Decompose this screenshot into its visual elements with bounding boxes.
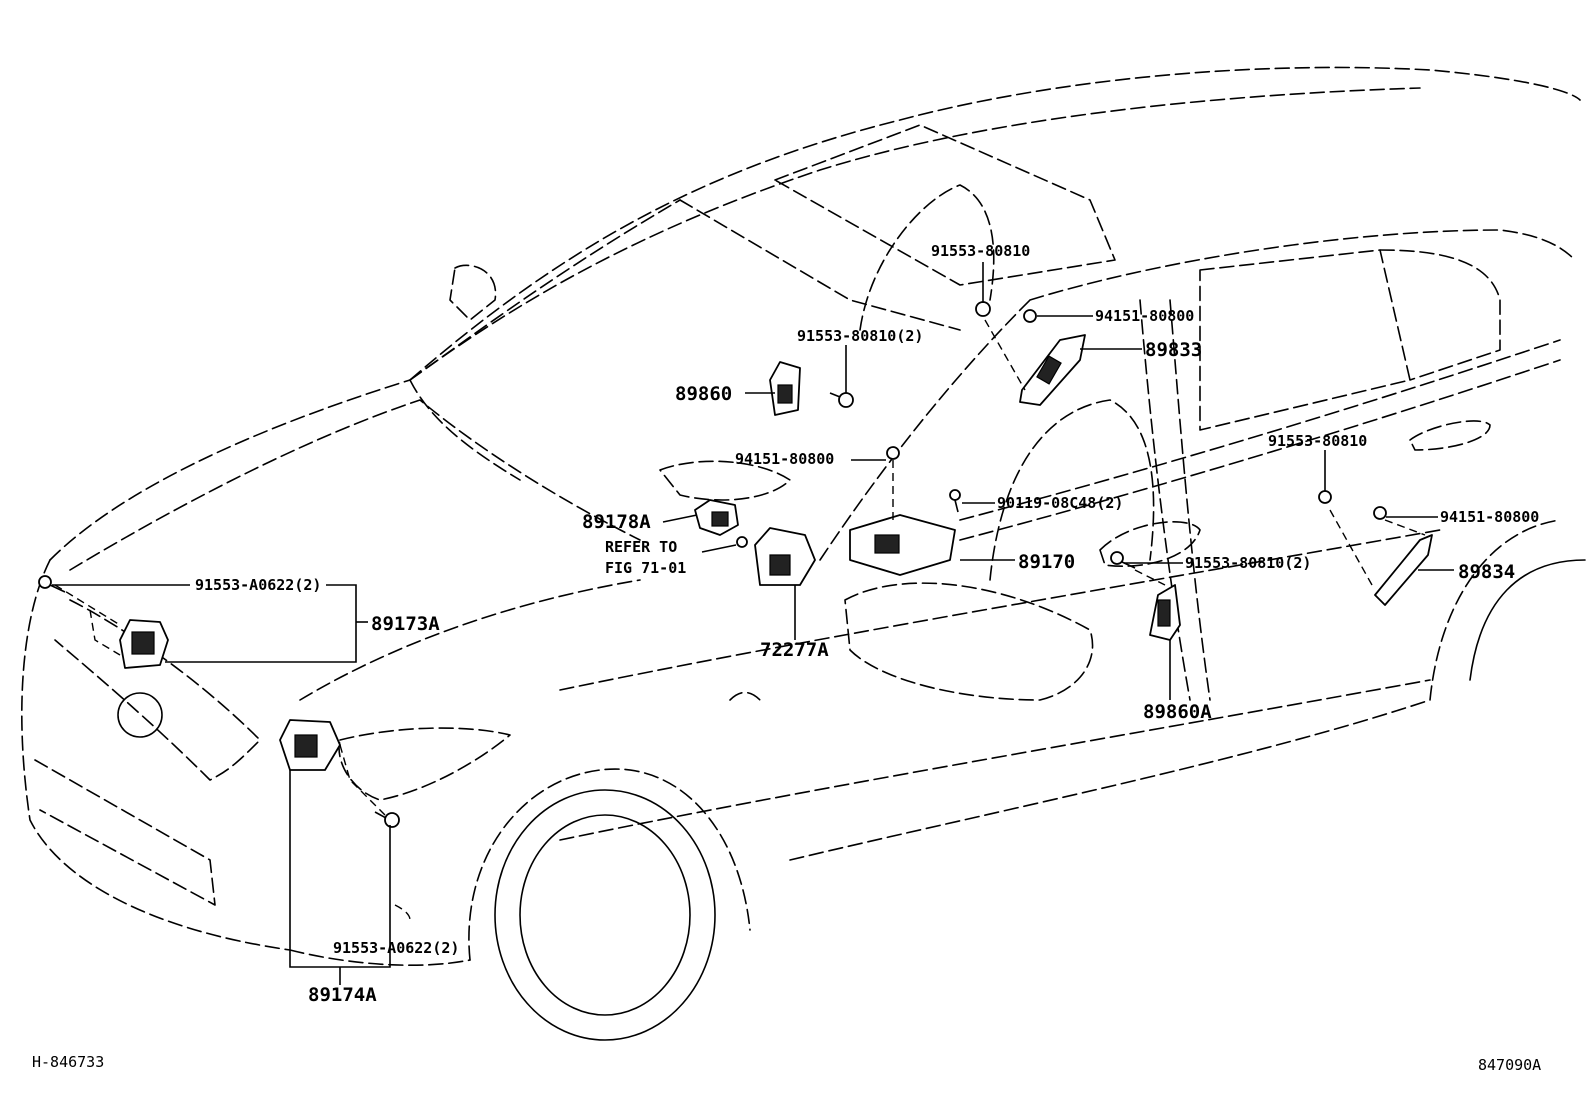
side-sensor-89860a	[1110, 551, 1181, 641]
label-91553-80810-top: 91553-80810	[931, 242, 1030, 260]
front-airbag-sensor-89174a	[279, 719, 411, 921]
label-72277a: 72277A	[760, 639, 829, 661]
label-89833: 89833	[1145, 339, 1202, 361]
label-89170: 89170	[1018, 551, 1075, 573]
label-89860a: 89860A	[1143, 701, 1212, 723]
parts	[38, 301, 1433, 921]
sensor-89178a	[694, 499, 748, 548]
label-91553-80810-2-lower: 91553-80810(2)	[1185, 554, 1311, 572]
leader-lines	[52, 262, 1454, 985]
side-airbag-sensor-89860	[769, 361, 854, 416]
label-89173a: 89173A	[371, 613, 440, 635]
label-91553-a0622-bottom: 91553-A0622(2)	[333, 939, 459, 957]
drawing-number-right: 847090A	[1478, 1056, 1541, 1074]
label-94151-80800-mid: 94151-80800	[735, 450, 834, 468]
label-91553-80810-2-upper: 91553-80810(2)	[797, 327, 923, 345]
side-sensor-89833	[975, 301, 1086, 406]
label-fig-ref: FIG 71-01	[605, 559, 686, 577]
label-91553-80810-right: 91553-80810	[1268, 432, 1367, 450]
label-90119-08c48: 90119-08C48(2)	[997, 494, 1123, 512]
bolt-icon	[38, 575, 66, 593]
label-89178a: 89178A	[582, 511, 651, 533]
part-labels: 91553-80810 94151-80800 89833 91553-8081…	[195, 242, 1539, 1006]
screw-icon	[949, 489, 961, 513]
drawing-number-left: H-846733	[32, 1053, 104, 1071]
airbag-module-89170	[849, 446, 956, 576]
label-94151-80800-right: 94151-80800	[1440, 508, 1539, 526]
label-94151-80800-top: 94151-80800	[1095, 307, 1194, 325]
label-91553-a0622-top: 91553-A0622(2)	[195, 576, 321, 594]
label-refer-to: REFER TO	[605, 538, 677, 556]
label-89860: 89860	[675, 383, 732, 405]
car-outline	[21, 66, 1586, 1041]
side-sensor-89834	[1318, 490, 1433, 606]
label-89174a: 89174A	[308, 984, 377, 1006]
front-airbag-sensor-89173a	[54, 584, 169, 669]
bracket-72277a	[754, 527, 816, 586]
label-89834: 89834	[1458, 561, 1515, 583]
